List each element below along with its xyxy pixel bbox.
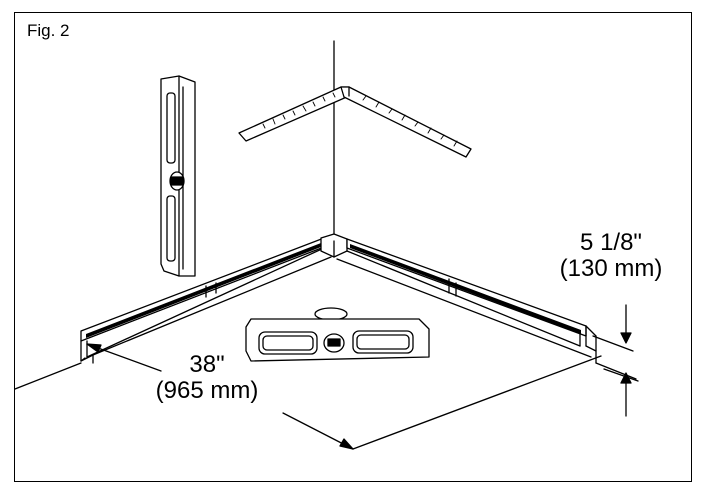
width-dimension-line	[86, 343, 602, 450]
height-dimension-line	[592, 304, 639, 417]
height-imperial: 5 1/8"	[580, 229, 642, 256]
shower-base-illustration	[15, 40, 639, 450]
figure-frame: Fig. 2	[14, 12, 692, 482]
drain-hole	[314, 307, 348, 321]
width-dimension-label: 38" (965 mm)	[132, 352, 282, 404]
width-imperial: 38"	[189, 351, 225, 378]
wall-level-tool	[160, 75, 196, 277]
floor-level-tool	[245, 318, 430, 362]
figure-label: Fig. 2	[27, 21, 70, 40]
width-metric: (965 mm)	[155, 377, 259, 404]
floor-line-right	[595, 362, 637, 380]
carpenter-square-tool	[238, 86, 472, 158]
height-dimension-label: 5 1/8" (130 mm)	[536, 230, 686, 282]
floor-line-left	[15, 362, 82, 390]
height-metric: (130 mm)	[559, 255, 663, 282]
threshold-wall-right	[336, 238, 597, 364]
